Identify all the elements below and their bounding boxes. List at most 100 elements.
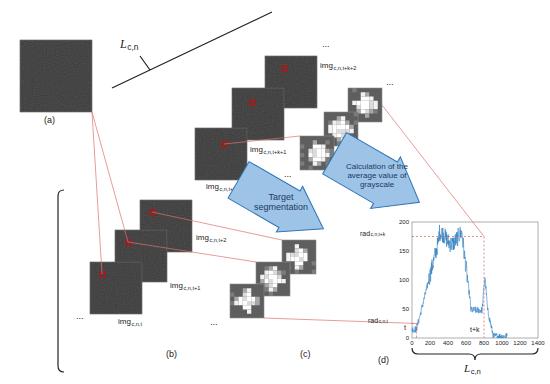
crop-pixel [247,288,251,292]
crop-pixel [234,301,238,305]
crop-pixel [313,140,317,144]
crop-pixel [247,301,251,305]
crop-pixel [326,149,330,153]
arrow-polygon [225,157,336,252]
crop-pixel [299,261,303,265]
panel-label: (b) [166,350,177,359]
crop-pixel [357,101,361,105]
crop-pixel [337,133,341,137]
plot-axes [412,222,538,338]
arrow-text: Calculation of the average value of gray… [342,158,412,194]
crop-pixel [247,305,251,309]
crop-pixel [365,92,369,96]
crop-pixel [321,145,325,149]
crop-pixel [313,157,317,161]
leader-line [128,242,256,262]
crop-pixel [269,283,273,287]
subscript: c,n,t [131,322,142,328]
panel-label: (c) [300,350,311,359]
crop-pixel [361,101,365,105]
ellipsis: ... [284,170,292,179]
crop-pixel [295,249,299,253]
crop-pixel [333,129,337,133]
crop-pixel [321,157,325,161]
crop-pixel [341,125,345,129]
image-noise [195,128,247,180]
crop-pixel [365,101,369,105]
crop-pixel [256,297,260,301]
axis-tick: 400 [443,340,453,346]
symbol-label: img [170,282,183,290]
crop-pixel [286,253,290,257]
crop-pixel [341,129,345,133]
crop-pixel [350,129,354,133]
axis-tick: 1000 [495,340,508,346]
axis-tick: 1200 [513,340,526,346]
leader-lines [92,105,484,324]
crop-pixel [251,297,255,301]
crop-pixel [313,149,317,153]
panel-label: t [404,324,406,331]
panel-label: t+k [470,326,480,333]
ellipsis: ... [76,312,84,321]
ellipsis: ... [386,78,394,87]
crop-pixel [265,275,269,279]
target-crop [230,284,264,318]
crop-pixel [357,105,361,109]
crop-pixel [265,279,269,283]
crop-pixel [295,270,299,274]
crop-pixel [295,261,299,265]
crop-pixel [299,266,303,270]
crop-pixel [369,101,373,105]
crop-pixel [273,283,277,287]
bracket [412,348,538,360]
guide-line [412,237,484,339]
crop-pixel [369,105,373,109]
subscript: c,n,t+k [371,233,386,238]
crop-pixel [309,166,313,170]
crop-pixel [354,121,358,125]
crop-pixel [243,305,247,309]
crop-pixel [277,271,281,275]
axis-tick: 600 [461,340,471,346]
subscript: c,n,t+k+1 [263,150,286,156]
crop-pixel [365,114,369,118]
crop-pixel [312,261,316,265]
crop-pixel [328,125,332,129]
crop-pixel [313,162,317,166]
crop-pixel [243,301,247,305]
arrow-node: Calculation of the average value of gray… [342,158,412,198]
crop-pixel [369,97,373,101]
crop-pixel [247,297,251,301]
crop-pixel [230,301,234,305]
crop-pixel [295,266,299,270]
axis-tick: 200 [399,219,409,225]
crop-pixel [303,253,307,257]
crop-pixel [273,266,277,270]
image-frame [195,128,247,180]
crop-pixel [273,271,277,275]
crop-pixel [328,129,332,133]
crop-pixel [350,125,354,129]
crop-pixel [300,162,304,166]
crop-pixel [273,279,277,283]
crop-pixel [369,109,373,113]
crop-pixel [277,275,281,279]
crop-pixel [273,288,277,292]
crop-pixel [269,288,273,292]
crop-pixel [321,149,325,153]
crop-pixel [337,121,341,125]
image-frame [90,262,142,314]
crop-pixel [230,293,234,297]
crop-pixel [256,301,260,305]
leader-line [264,318,417,324]
crop-pixel [313,153,317,157]
axis-tick: 0 [410,340,413,346]
symbol-label: img [250,146,263,154]
panel-label: (d) [378,356,389,365]
crop-pixel [337,125,341,129]
crop-pixel [269,292,273,296]
axis-tick: 50 [402,306,409,312]
crop-pixel [345,121,349,125]
crop-pixel [269,275,273,279]
